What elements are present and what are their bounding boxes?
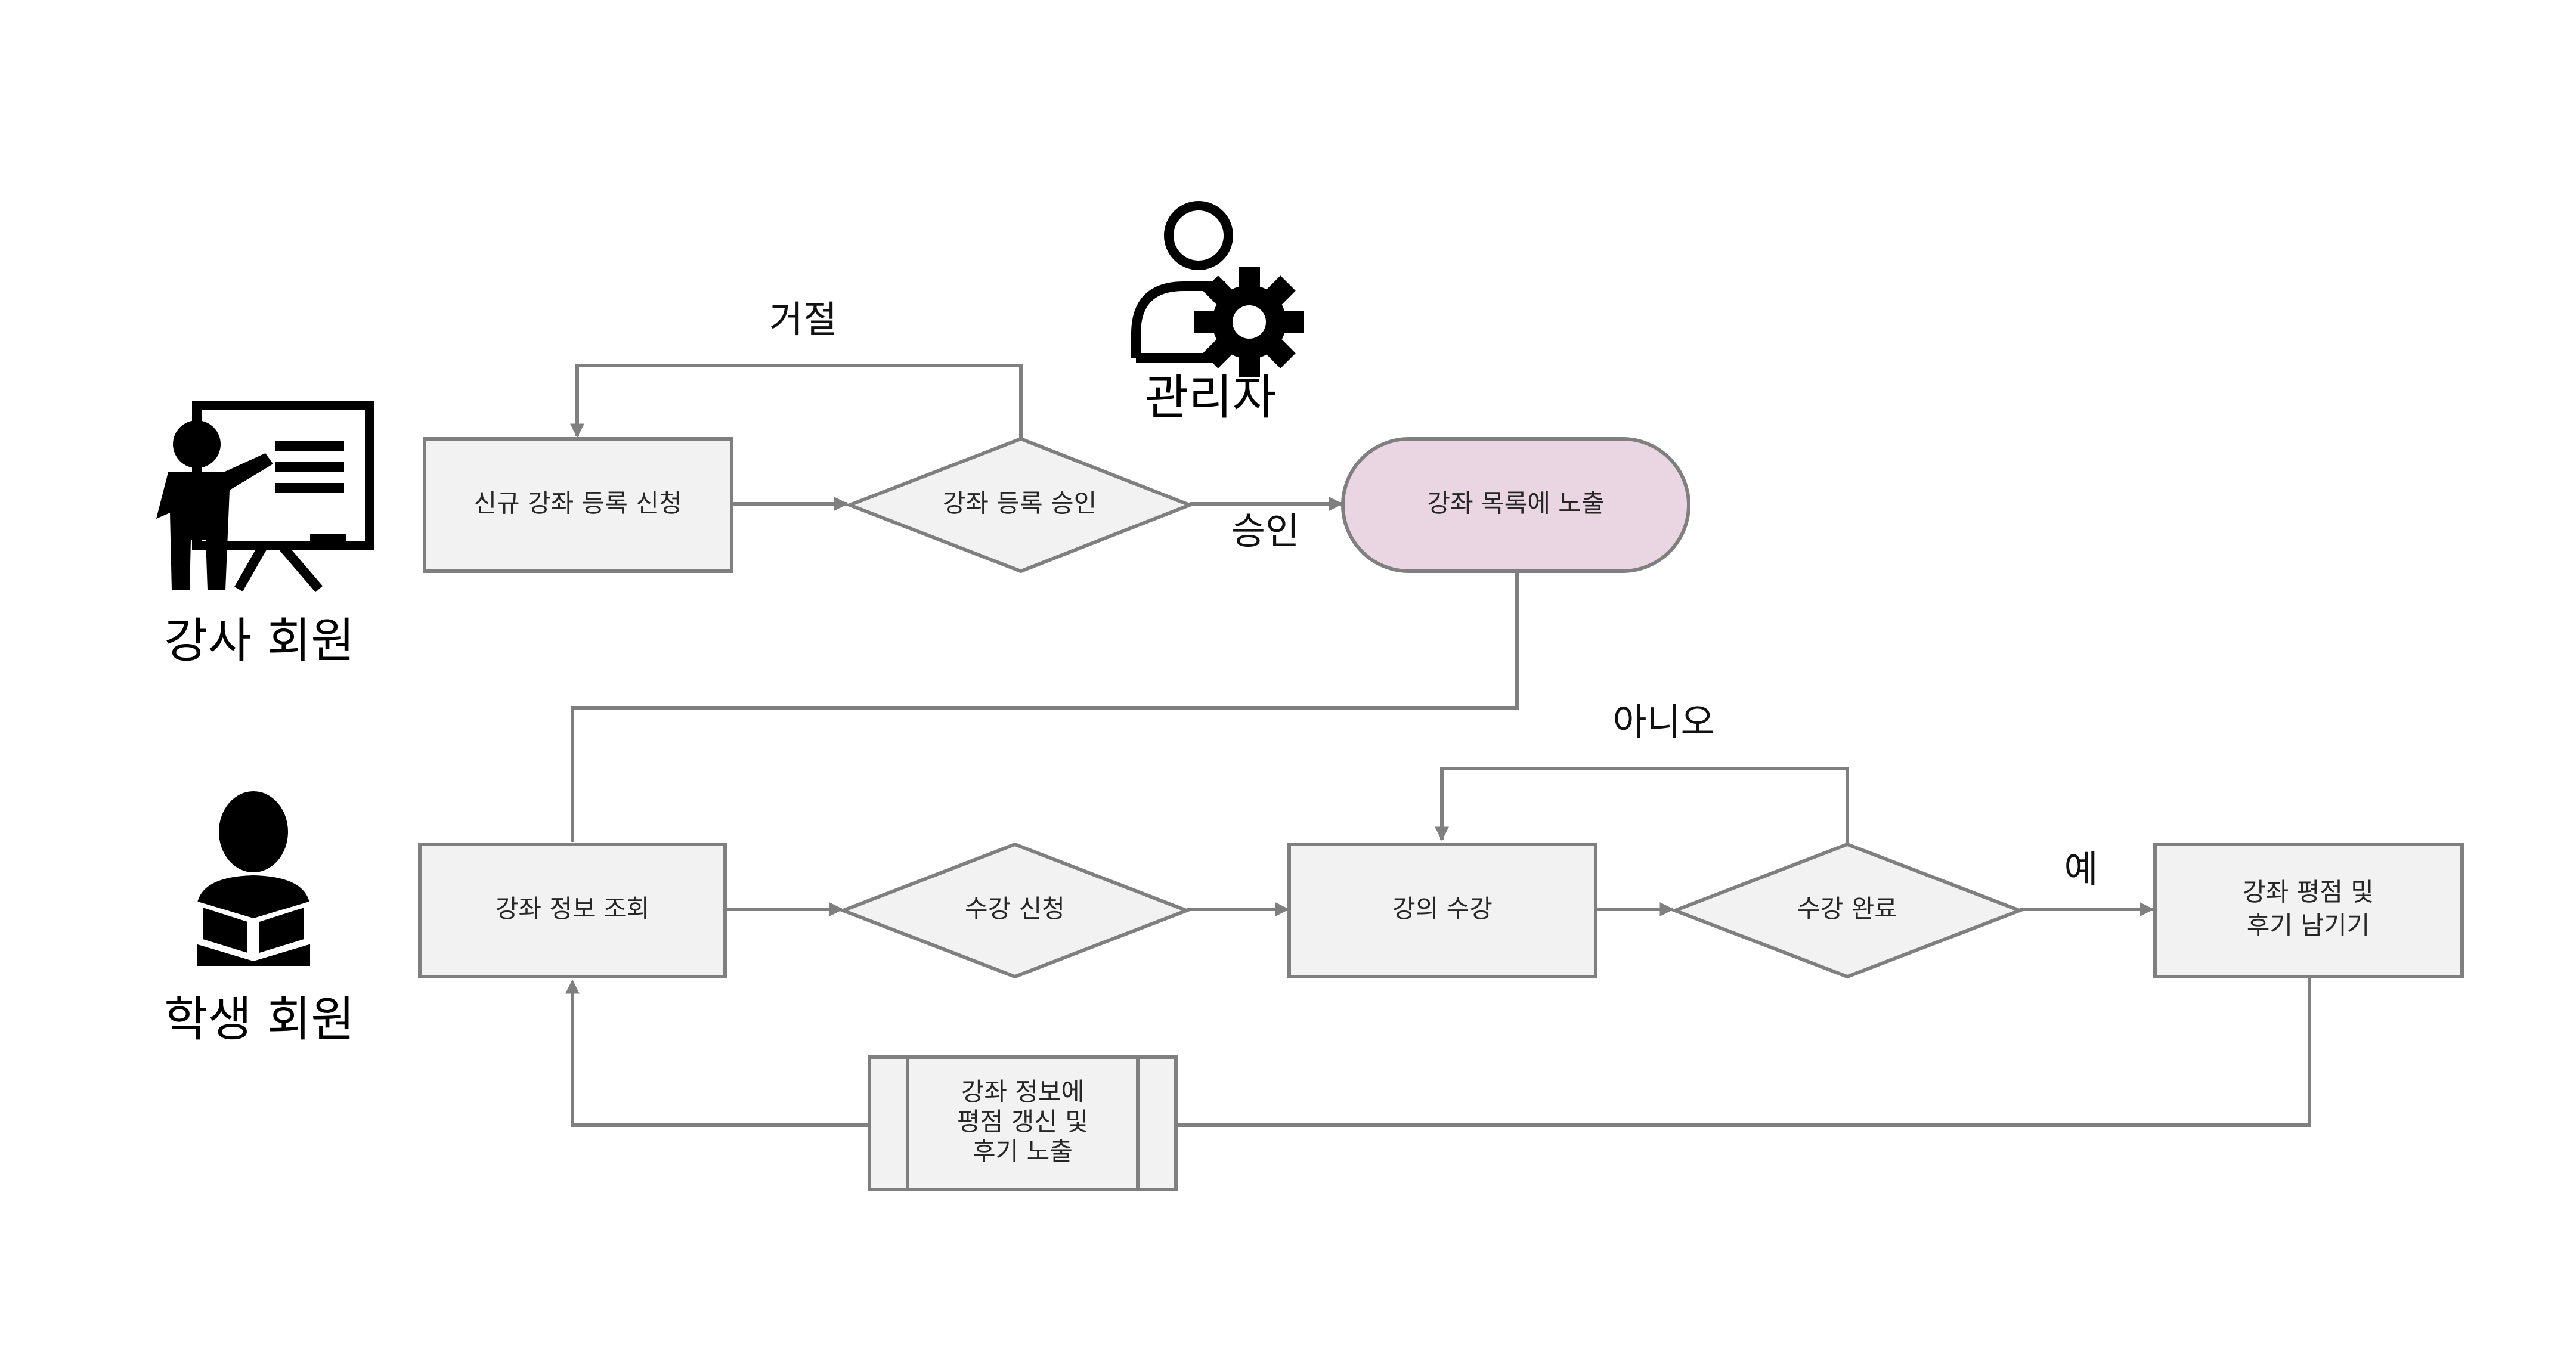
user-gear-icon xyxy=(1131,201,1304,377)
role-label-instructor: 강사 회원 xyxy=(164,613,355,668)
student-reading-icon xyxy=(190,791,317,966)
terminal-catalog: 강좌 목록에 노출 xyxy=(1341,437,1690,573)
edge-catalog-to-view xyxy=(571,571,1519,842)
decision-enroll: 수강 신청 xyxy=(838,842,1192,979)
role-label-student: 학생 회원 xyxy=(164,992,355,1047)
process-label-line-1: 강좌 정보에 xyxy=(961,1077,1085,1107)
terminal-label: 강좌 목록에 노출 xyxy=(1427,489,1604,518)
edge-label-yes: 예 xyxy=(2064,847,2098,891)
edge-label-approve: 승인 xyxy=(1231,509,1299,553)
node-label-line-2: 후기 남기기 xyxy=(2247,911,2370,940)
process-update-info: 강좌 정보에 평점 갱신 및 후기 노출 xyxy=(868,1055,1178,1191)
decision-label: 강좌 등록 승인 xyxy=(943,489,1097,518)
node-label: 강좌 정보 조회 xyxy=(496,894,650,924)
node-review: 강좌 평점 및 후기 남기기 xyxy=(2153,843,2464,978)
node-new-course: 신규 강좌 등록 신청 xyxy=(423,437,733,573)
edge-label-no: 아니오 xyxy=(1612,700,1714,744)
edge-reject-loop xyxy=(570,364,1023,439)
edge-label-reject: 거절 xyxy=(769,298,837,341)
decision-label: 수강 완료 xyxy=(1797,894,1897,924)
decision-complete: 수강 완료 xyxy=(1670,842,2025,979)
edge-review-to-update xyxy=(1176,977,2311,1127)
process-label-line-2: 평점 갱신 및 xyxy=(957,1107,1088,1136)
role-label-admin: 관리자 xyxy=(1145,370,1277,425)
edge-no-loop xyxy=(1435,767,1849,844)
node-label: 신규 강좌 등록 신청 xyxy=(473,489,682,518)
node-take-course: 강의 수강 xyxy=(1287,843,1597,978)
decision-approve: 강좌 등록 승인 xyxy=(844,436,1195,574)
node-label: 강의 수강 xyxy=(1392,894,1493,924)
edge-update-to-view xyxy=(565,979,869,1127)
decision-label: 수강 신청 xyxy=(965,894,1065,924)
teacher-board-icon xyxy=(156,401,374,593)
node-label-line-1: 강좌 평점 및 xyxy=(2243,878,2374,907)
process-label-line-3: 후기 노출 xyxy=(973,1137,1073,1166)
node-view-info: 강좌 정보 조회 xyxy=(418,843,727,978)
